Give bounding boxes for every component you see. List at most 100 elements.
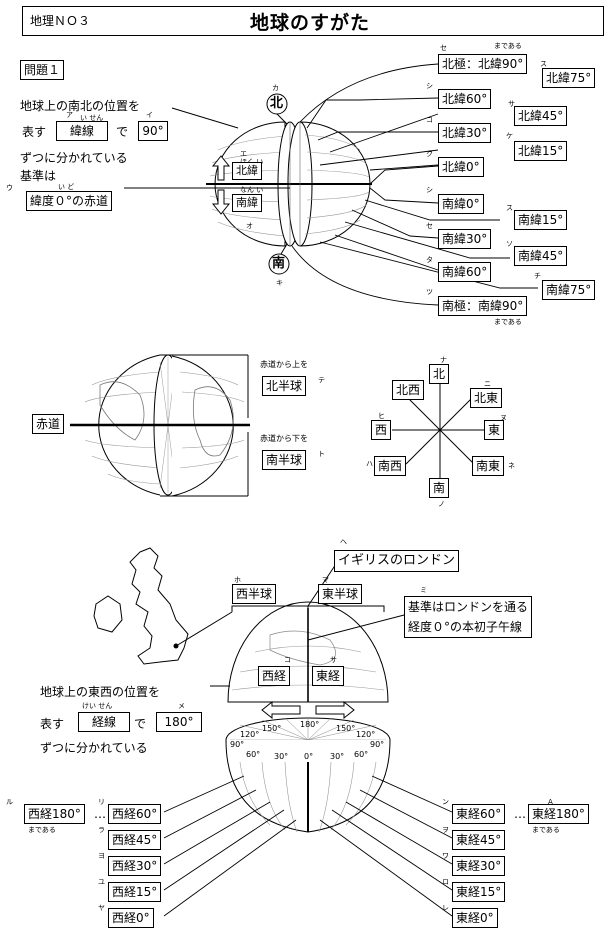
kana-su-bottom: ス	[506, 204, 513, 212]
longitude-globe	[225, 601, 391, 833]
label-e60: 東経60°	[452, 804, 506, 824]
tick-150-right: 150°	[336, 724, 356, 733]
label-n45: 北緯45°	[514, 106, 568, 126]
label-s15: 南緯15°	[514, 210, 568, 230]
made-top: まである	[494, 42, 522, 50]
west-hemisphere-box: 西半球	[232, 584, 277, 604]
compass-east: 東	[484, 420, 505, 440]
q1-line2-mid: で	[116, 125, 129, 139]
compass-west: 西	[371, 420, 392, 440]
prime-meridian-box: 基準はロンドンを通る 経度０°の本初子午線	[404, 596, 533, 638]
tick-180-center: 180°	[300, 720, 320, 729]
label-n30: 北緯30°	[438, 123, 492, 143]
question-1-label: 問題１	[20, 60, 65, 80]
longitude-leaders	[163, 775, 453, 917]
north-hemisphere-note: 赤道から上を	[260, 360, 308, 369]
latitude-interval-box: 90°	[138, 121, 168, 141]
prime-meridian-line1: 基準はロンドンを通る	[408, 600, 529, 614]
ruby-isen: い せん	[80, 114, 104, 122]
longitude-interval-box: 180°	[156, 712, 202, 732]
kana-ne: ネ	[508, 462, 515, 470]
equator-box: 赤道	[32, 414, 65, 434]
kana-o: オ	[246, 222, 253, 230]
west-longitude-box: 西経	[258, 666, 291, 686]
kana-a: ア	[66, 111, 73, 119]
tick-90-right: 90°	[370, 740, 385, 749]
dots-east: …	[514, 807, 526, 821]
south-latitude-box: 南緯	[232, 194, 262, 212]
kana-ho: ホ	[234, 576, 241, 584]
kana-yu: ユ	[98, 878, 105, 886]
kana-ri: リ	[98, 798, 105, 806]
kana-a-east: A	[548, 798, 553, 806]
made-west: まである	[28, 826, 56, 834]
label-w60: 西経60°	[108, 804, 162, 824]
label-south-pole: 南極：南緯90°	[438, 296, 528, 316]
kana-mi: ミ	[420, 586, 427, 594]
north-arrow-shape	[211, 155, 231, 181]
kana-shi-top: シ	[426, 82, 433, 90]
kana-tsu: ツ	[426, 288, 433, 296]
east-longitude-box: 東経	[312, 666, 345, 686]
latitude-base-box: 緯度０°の赤道	[26, 191, 113, 211]
kana-to: ト	[318, 450, 325, 458]
north-hemisphere-box: 北半球	[262, 376, 307, 396]
label-s60: 南緯60°	[438, 262, 492, 282]
kana-ma: マ	[322, 576, 329, 584]
kana-u: ウ	[6, 184, 13, 192]
tick-30-left: 30°	[274, 752, 289, 761]
kana-ta: タ	[426, 256, 433, 264]
tick-60-left: 60°	[246, 750, 261, 759]
kana-se-bottom: セ	[426, 222, 433, 230]
page-title: 地球のすがた	[250, 12, 371, 34]
label-s30: 南緯30°	[438, 229, 492, 249]
latitude-leaders	[291, 63, 538, 306]
kana-ya: ヤ	[98, 904, 105, 912]
south-arrow-shape	[211, 189, 231, 215]
kana-ra: ラ	[98, 826, 105, 834]
tick-120-right: 120°	[356, 730, 376, 739]
east-hemisphere-box: 東半球	[318, 584, 363, 604]
kana-sa: サ	[508, 100, 515, 108]
kana-ha: ハ	[366, 460, 373, 468]
hemisphere-globe	[70, 354, 250, 497]
label-w180: 西経180°	[24, 804, 85, 824]
kana-he: ヘ	[340, 538, 347, 546]
tick-120-left: 120°	[240, 730, 260, 739]
tick-60-right: 60°	[354, 750, 369, 759]
compass-north: 北	[429, 364, 450, 384]
compass-southwest: 南西	[374, 456, 407, 476]
kana-yo: ヨ	[98, 852, 105, 860]
label-e15: 東経15°	[452, 882, 506, 902]
label-e180: 東経180°	[528, 804, 589, 824]
kana-ke: ケ	[506, 132, 513, 140]
compass-lines	[392, 382, 488, 478]
label-n60: 北緯60°	[438, 89, 492, 109]
kana-ko: コ	[426, 116, 433, 124]
latitude-globe	[206, 121, 372, 247]
kana-me: メ	[178, 702, 185, 710]
kana-su-top: ス	[540, 60, 547, 68]
kana-no: ノ	[438, 500, 445, 508]
kana-ru: ル	[6, 798, 13, 806]
label-s45: 南緯45°	[514, 246, 568, 266]
kana-ki: キ	[276, 279, 283, 287]
kana-wa: ワ	[442, 852, 449, 860]
q2-line2-prefix: 表す	[40, 717, 65, 731]
made-bottom: まである	[494, 318, 522, 326]
london-box: イギリスのロンドン	[334, 550, 460, 572]
q2-line3: ずつに分かれている	[40, 741, 148, 755]
q2-line2-mid: で	[134, 717, 147, 731]
q1-line1: 地球上の南北の位置を	[20, 99, 141, 113]
kana-shi-bottom: シ	[426, 186, 433, 194]
q1-line4: 基準は	[20, 169, 57, 183]
label-s75: 南緯75°	[542, 280, 596, 300]
kana-ka: カ	[272, 84, 279, 92]
title-frame	[22, 6, 604, 36]
south-pole-mark: 南	[272, 256, 286, 271]
tick-150-left: 150°	[262, 724, 282, 733]
kana-te: テ	[318, 376, 325, 384]
made-east: まである	[532, 826, 560, 834]
kana-ku: ク	[426, 150, 433, 158]
